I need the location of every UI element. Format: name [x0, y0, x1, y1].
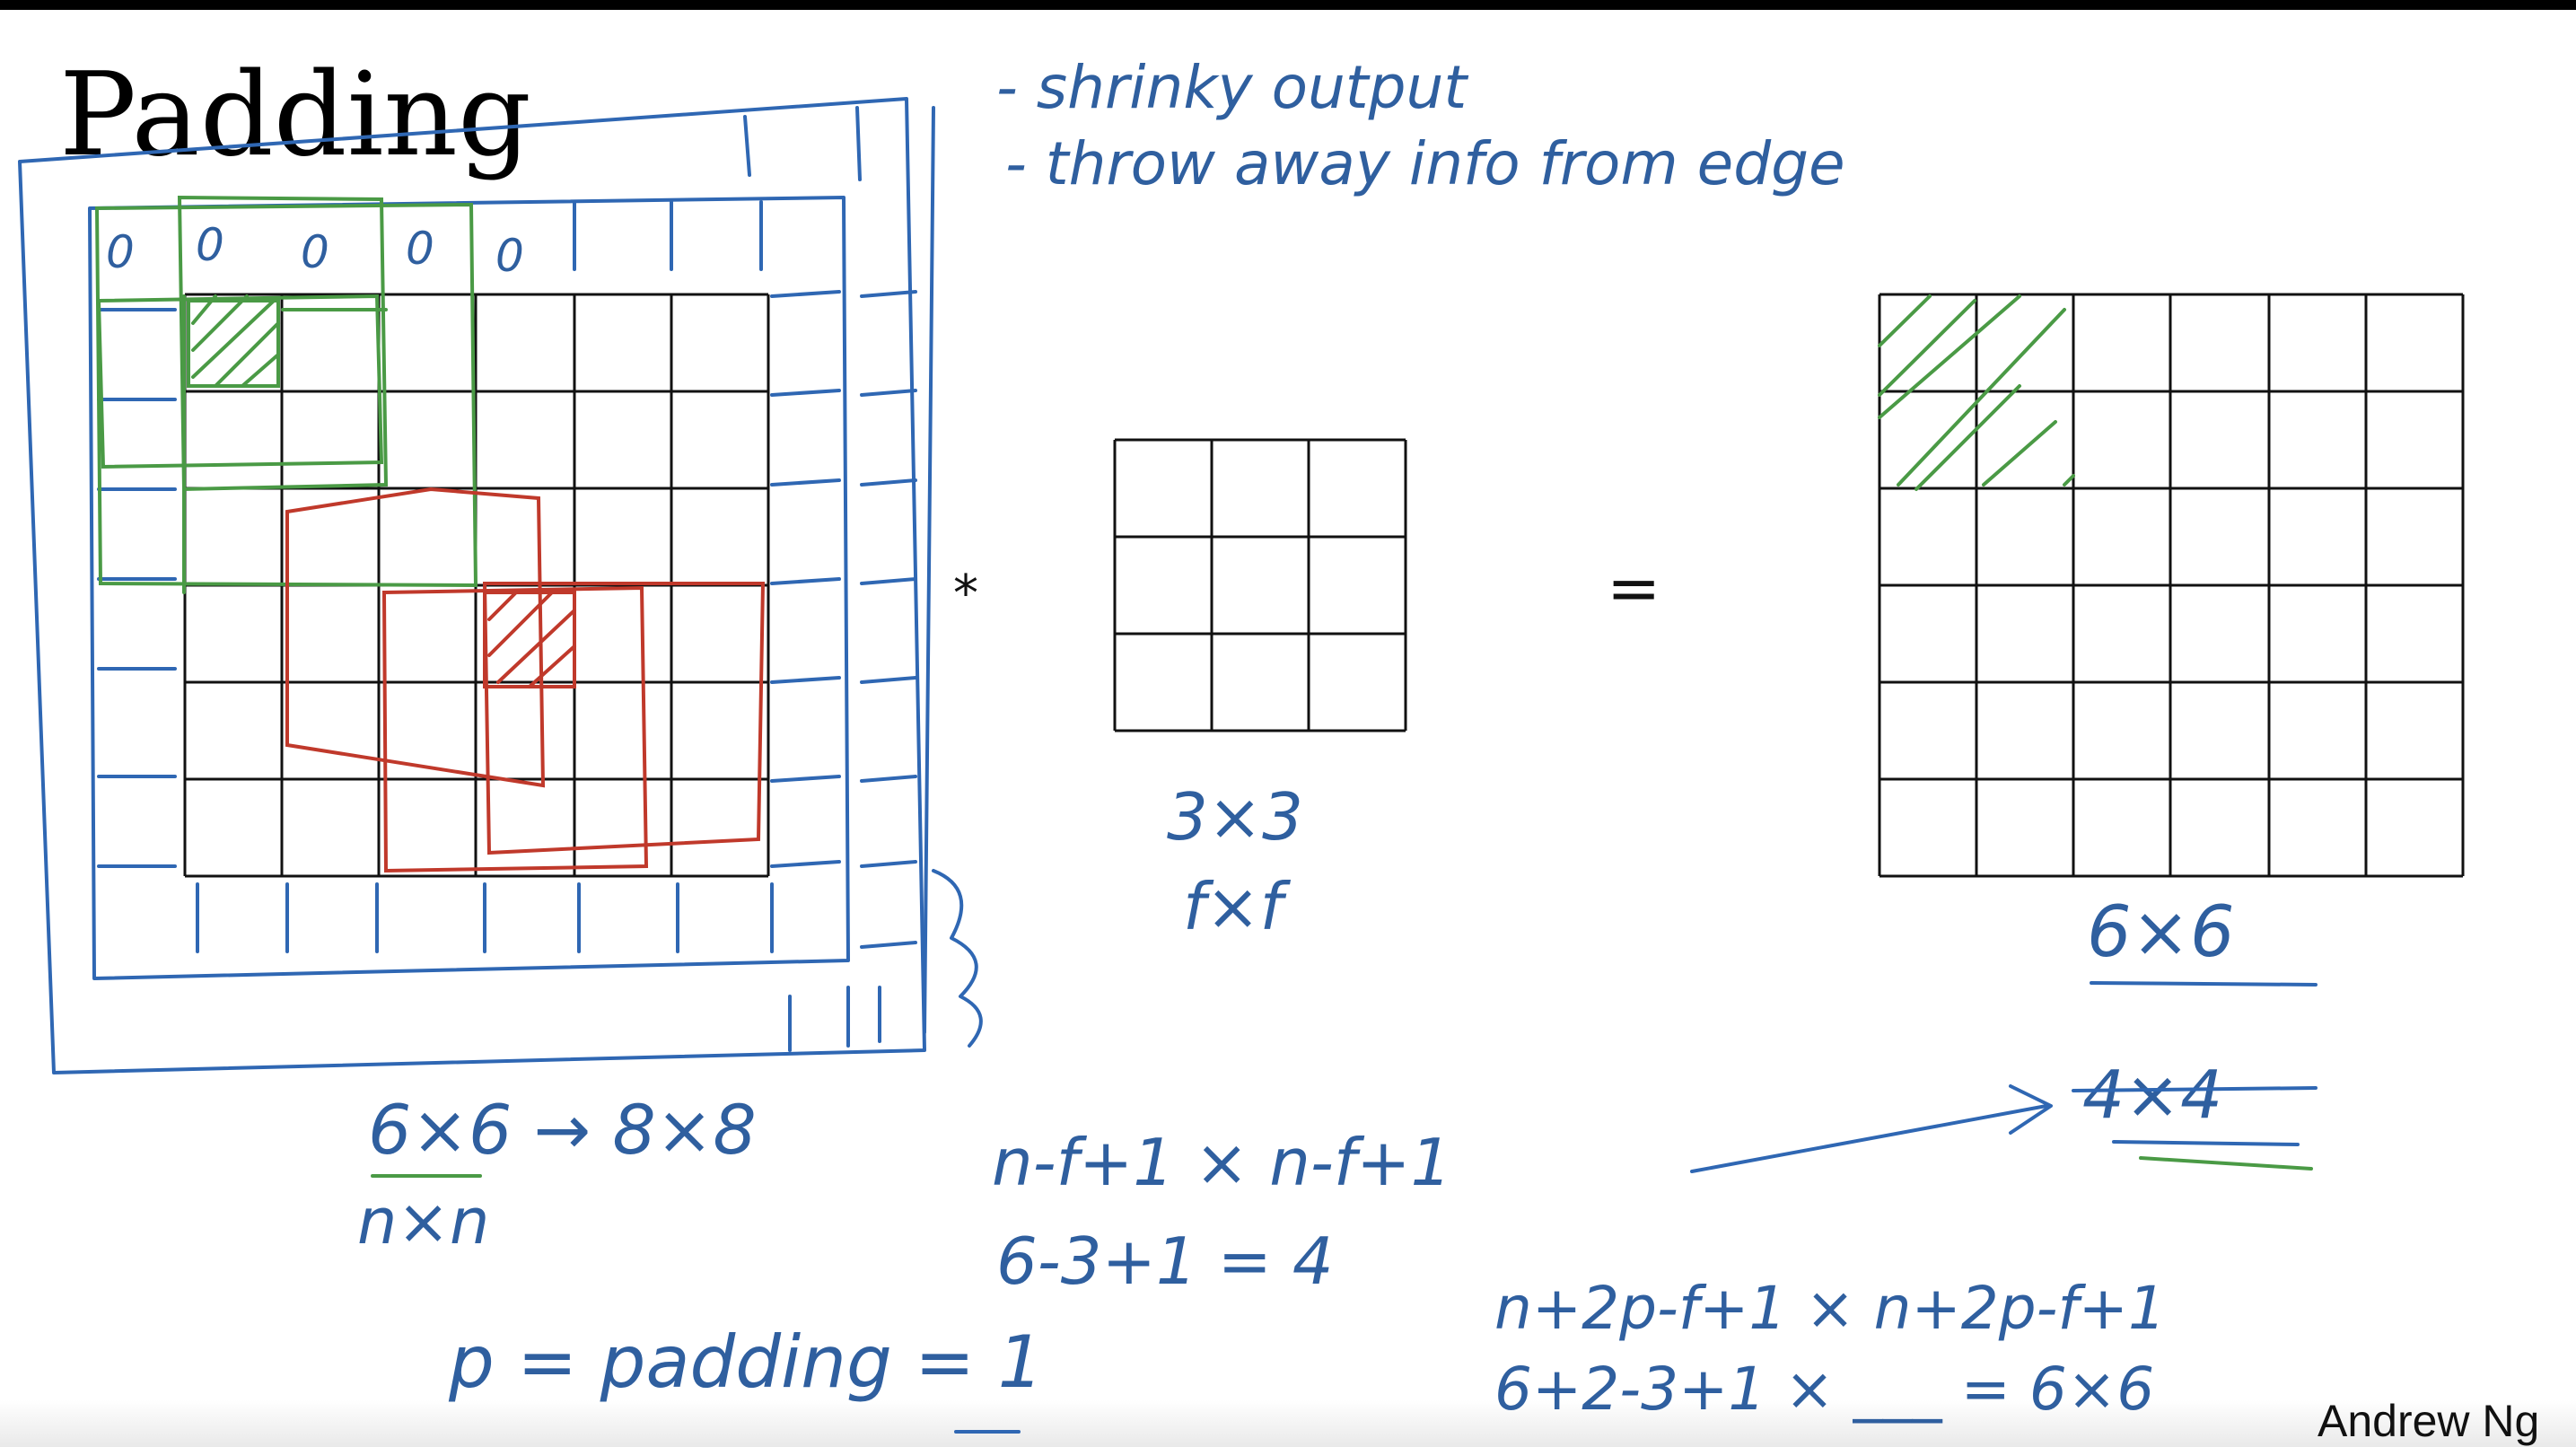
formula-output-size: n-f+1 × n-f+1: [992, 1125, 1451, 1200]
filter-grid: [1113, 438, 1407, 732]
output-hatched-cells: [1878, 294, 2075, 491]
output-grid: [1878, 293, 2465, 878]
filter-dim-numeric: 3×3: [1167, 779, 1303, 855]
output-old-dim: 4×4: [2082, 1057, 2222, 1134]
output-dim: 6×6: [2087, 892, 2235, 973]
green-filter-window: [94, 195, 478, 594]
input-dim-general: n×n: [357, 1185, 489, 1258]
arrow-to-output: [1690, 1084, 2053, 1173]
formula-padded-size: n+2p-f+1 × n+2p-f+1: [1494, 1274, 2166, 1343]
padding-definition: p = padding = 1: [448, 1320, 1044, 1404]
padded-zero: 0: [106, 226, 135, 278]
top-bar: [0, 0, 2576, 10]
convolution-operator: *: [953, 565, 978, 623]
output-old-dim-strike: [2072, 1086, 2318, 1092]
filter-dim-symbolic: f×f: [1183, 869, 1292, 944]
formula-padded-example: 6+2-3+1 × ___ = 6×6: [1494, 1355, 2154, 1424]
padded-zero: 0: [406, 223, 434, 275]
note-bullet-1: - shrinky output: [996, 53, 1468, 122]
formula-example: 6-3+1 = 4: [996, 1223, 1334, 1299]
input-dim-transform: 6×6 → 8×8: [368, 1090, 757, 1170]
red-filter-window: [285, 487, 766, 873]
equals-sign: =: [1607, 550, 1660, 626]
padded-zero: 0: [495, 230, 524, 282]
padded-zeros: 0 0 0 0 0: [106, 219, 524, 282]
author-name: Andrew Ng: [2318, 1396, 2539, 1446]
padded-zero: 0: [196, 219, 224, 271]
padding-border: [18, 97, 983, 1074]
output-dim-underline: [2090, 981, 2318, 987]
slide-title: Padding: [59, 48, 531, 182]
padded-zero: 0: [301, 226, 329, 278]
note-bullet-2: - throw away info from edge: [1005, 129, 1845, 198]
video-bottom-shade: [0, 1400, 2576, 1447]
